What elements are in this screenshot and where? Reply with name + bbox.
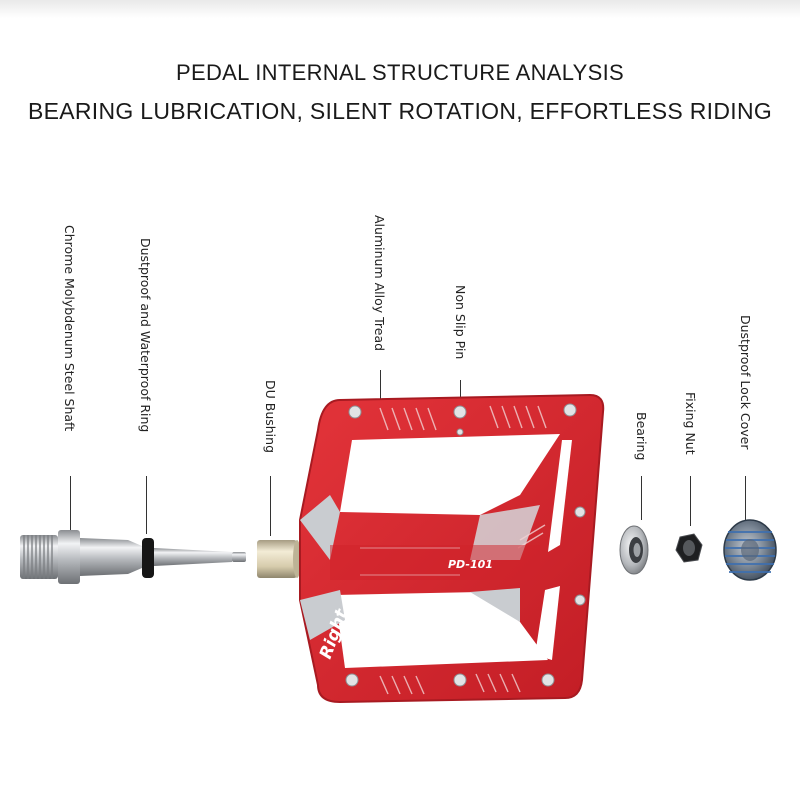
label-shaft: Chrome Molybdenum Steel Shaft xyxy=(62,225,77,432)
du-bushing xyxy=(257,540,301,578)
label-bushing: DU Bushing xyxy=(263,380,278,454)
dustproof-ring xyxy=(142,538,154,578)
leader-shaft xyxy=(70,476,72,536)
top-divider xyxy=(0,0,800,18)
bearing xyxy=(619,525,649,575)
steel-shaft xyxy=(20,530,246,584)
leader-bushing xyxy=(270,476,272,536)
label-nut: Fixing Nut xyxy=(683,392,698,455)
leader-nut xyxy=(690,476,692,526)
fixing-nut xyxy=(675,533,703,563)
dustproof-lock-cover xyxy=(723,519,777,581)
leader-pin xyxy=(460,380,462,408)
page-subtitle: BEARING LUBRICATION, SILENT ROTATION, EF… xyxy=(27,98,773,124)
page-title: PEDAL INTERNAL STRUCTURE ANALYSIS xyxy=(176,60,624,85)
aluminum-tread xyxy=(299,393,605,704)
label-cover: Dustproof Lock Cover xyxy=(738,315,753,450)
leader-cover xyxy=(745,476,747,522)
label-tread: Aluminum Alloy Tread xyxy=(372,215,387,352)
leader-bearing xyxy=(641,476,643,520)
label-pin: Non Slip Pin xyxy=(453,285,468,360)
label-ring: Dustproof and Waterproof Ring xyxy=(138,238,153,433)
leader-ring xyxy=(146,476,148,534)
label-bearing: Bearing xyxy=(634,412,649,461)
non-slip-pins xyxy=(345,403,586,687)
pedal-model-text: PD-101 xyxy=(448,558,493,571)
